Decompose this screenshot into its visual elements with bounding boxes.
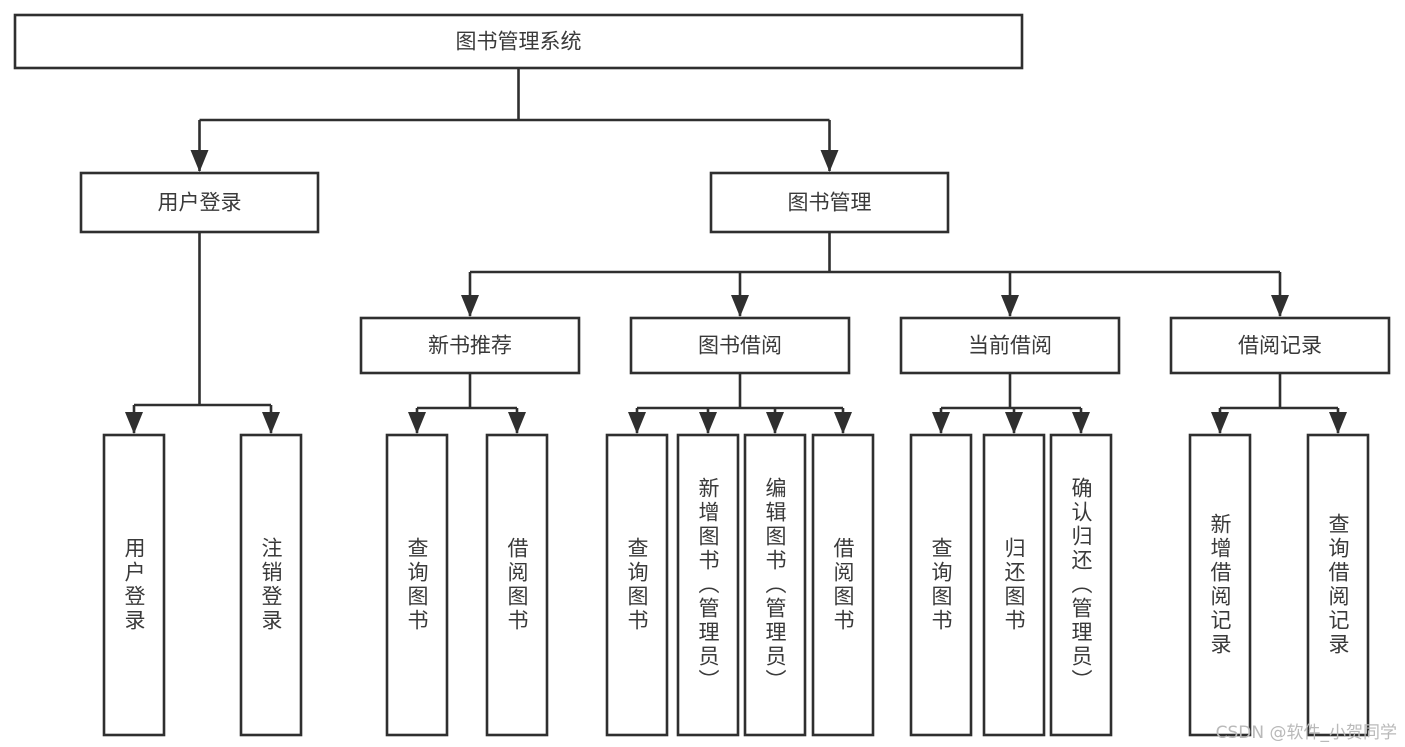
arrow-head-icon xyxy=(408,412,426,434)
node-user-login[interactable] xyxy=(79,171,320,234)
leaf-leaf-add-record[interactable] xyxy=(1188,433,1252,737)
watermark-text: CSDN @软件_小贺同学 xyxy=(1215,723,1397,743)
box-layer xyxy=(13,13,1391,737)
arrow-head-icon xyxy=(932,412,950,434)
leaf-leaf-confirm-return[interactable] xyxy=(1049,433,1113,737)
arrow-head-icon xyxy=(125,412,143,434)
leaf-leaf-query-book-2[interactable] xyxy=(605,433,669,737)
leaf-leaf-user-login[interactable] xyxy=(102,433,166,737)
node-label-current-borrow: 当前借阅 xyxy=(968,334,1052,358)
arrow-head-icon xyxy=(1271,295,1289,317)
leaf-leaf-borrow-book-2[interactable] xyxy=(811,433,875,737)
arrow-head-icon xyxy=(190,150,209,172)
node-new-book-rec[interactable] xyxy=(359,316,581,375)
leaf-leaf-user-logout[interactable] xyxy=(239,433,303,737)
leaf-leaf-query-record[interactable] xyxy=(1306,433,1370,737)
leaf-leaf-query-book-3[interactable] xyxy=(909,433,973,737)
arrow-head-icon xyxy=(766,412,784,434)
arrow-head-icon xyxy=(1001,295,1019,317)
node-borrow-record[interactable] xyxy=(1169,316,1391,375)
arrow-head-icon xyxy=(1211,412,1229,434)
arrow-head-icon xyxy=(1072,412,1090,434)
node-label-borrow-record: 借阅记录 xyxy=(1238,334,1322,358)
node-book-borrow[interactable] xyxy=(629,316,851,375)
arrow-head-icon xyxy=(699,412,717,434)
node-book-manage[interactable] xyxy=(709,171,950,234)
arrow-head-icon xyxy=(461,295,479,317)
arrow-head-icon xyxy=(731,295,749,317)
leaf-leaf-edit-book[interactable] xyxy=(743,433,807,737)
arrow-head-icon xyxy=(508,412,526,434)
node-label-user-login: 用户登录 xyxy=(158,191,242,215)
arrow-head-icon xyxy=(820,150,839,172)
node-root[interactable] xyxy=(13,13,1024,70)
node-label-book-manage: 图书管理 xyxy=(788,191,872,215)
node-label-new-book-rec: 新书推荐 xyxy=(428,334,512,358)
arrow-head-icon xyxy=(1005,412,1023,434)
leaf-leaf-borrow-book-1[interactable] xyxy=(485,433,549,737)
leaf-leaf-add-book[interactable] xyxy=(676,433,740,737)
arrow-head-icon xyxy=(628,412,646,434)
leaf-leaf-return-book[interactable] xyxy=(982,433,1046,737)
node-label-root: 图书管理系统 xyxy=(456,30,582,54)
arrow-head-icon xyxy=(1329,412,1347,434)
arrow-head-icon xyxy=(834,412,852,434)
leaf-leaf-query-book-1[interactable] xyxy=(385,433,449,737)
node-label-book-borrow: 图书借阅 xyxy=(698,334,782,358)
arrow-head-icon xyxy=(262,412,280,434)
connector-layer xyxy=(125,68,1347,434)
node-current-borrow[interactable] xyxy=(899,316,1121,375)
